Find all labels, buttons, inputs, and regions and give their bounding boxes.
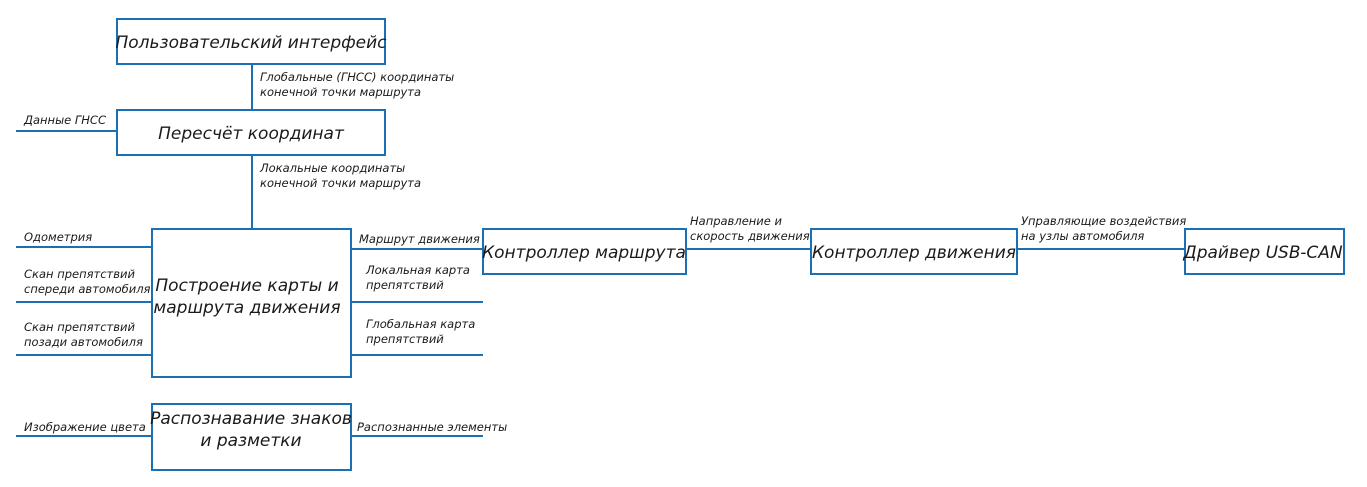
text-line: конечной точки маршрута xyxy=(260,176,421,190)
text-line: препятствий xyxy=(366,278,444,292)
text-line: Распознанные элементы xyxy=(357,420,507,434)
edge-label-route: Маршрут движения xyxy=(359,232,480,246)
text-line: конечной точки маршрута xyxy=(260,85,421,99)
block-route-controller: Контроллер маршрута xyxy=(482,228,687,275)
text-line: Скан препятствий xyxy=(24,320,136,334)
text-line: Скан препятствий xyxy=(24,267,136,281)
text-line: Пользовательский интерфейс xyxy=(115,33,387,53)
blocks: Пользовательский интерфейс Пересчёт коор… xyxy=(115,18,1345,471)
text-line: Одометрия xyxy=(24,230,92,244)
text-line: Распознавание знаков xyxy=(150,409,352,429)
text-line: Контроллер маршрута xyxy=(482,243,686,263)
text-line: Контроллер движения xyxy=(812,243,1016,263)
text-line: Маршрут движения xyxy=(359,232,480,246)
text-line: Построение карты и xyxy=(155,276,338,296)
text-line: Драйвер USB-CAN xyxy=(1182,243,1342,263)
block-user-interface: Пользовательский интерфейс xyxy=(115,18,387,65)
text-line: Управляющие воздействия xyxy=(1021,214,1186,228)
block-label: Контроллер движения xyxy=(812,243,1016,263)
edge-label-color-image: Изображение цвета xyxy=(24,420,146,434)
text-line: Данные ГНСС xyxy=(23,113,106,127)
connections xyxy=(16,64,1185,437)
text-line: Изображение цвета xyxy=(24,420,146,434)
text-line: препятствий xyxy=(366,332,444,346)
block-label: Пересчёт координат xyxy=(158,124,345,144)
block-motion-controller: Контроллер движения xyxy=(810,228,1018,275)
text-line: Направление и xyxy=(690,214,782,228)
text-line: и разметки xyxy=(200,431,301,451)
edge-label-recognized: Распознанные элементы xyxy=(357,420,507,434)
block-label: Драйвер USB-CAN xyxy=(1182,243,1342,263)
text-line: на узлы автомобиля xyxy=(1021,229,1144,243)
text-line: Пересчёт координат xyxy=(158,124,345,144)
text-line: Локальная карта xyxy=(365,263,470,277)
text-line: маршрута движения xyxy=(153,298,340,318)
text-line: позади автомобиля xyxy=(24,335,143,349)
text-line: скорость движения xyxy=(690,229,810,243)
text-line: спереди автомобиля xyxy=(24,282,151,296)
block-label: Контроллер маршрута xyxy=(482,243,686,263)
text-line: Глобальные (ГНСС) координаты xyxy=(260,70,454,84)
block-usb-can-driver: Драйвер USB-CAN xyxy=(1182,228,1345,275)
edge-label-gnss-data: Данные ГНСС xyxy=(23,113,106,127)
text-line: Глобальная карта xyxy=(366,317,475,331)
edge-label-odometry: Одометрия xyxy=(24,230,92,244)
text-line: Локальные координаты xyxy=(259,161,405,175)
block-label: Пользовательский интерфейс xyxy=(115,33,387,53)
block-coordinate-recalc: Пересчёт координат xyxy=(116,109,386,156)
